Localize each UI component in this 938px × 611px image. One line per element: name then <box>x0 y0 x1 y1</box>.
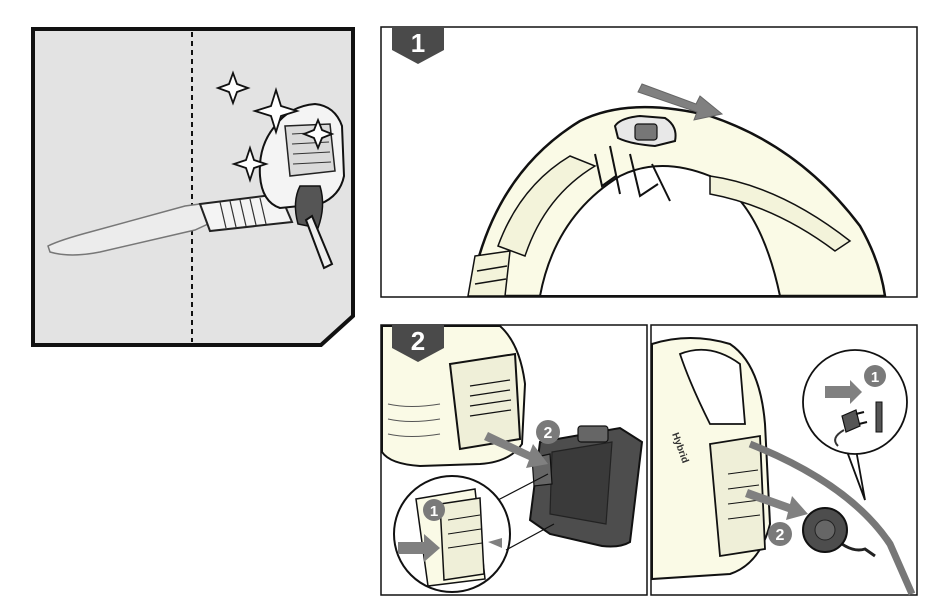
socket-grille <box>727 469 761 520</box>
step2-badge: 2 <box>392 324 444 362</box>
battery-remove-number: 2 <box>544 425 553 442</box>
cord-socket-housing <box>709 434 766 558</box>
battery-bay <box>448 352 522 451</box>
unplug-callout-circle <box>864 365 886 387</box>
step2-left-panel: 2 1 2 <box>380 324 648 596</box>
unplug-arrow-icon <box>825 380 862 404</box>
step1-badge: 1 <box>392 26 444 64</box>
cleaning-illustration <box>31 27 355 347</box>
step1-illustration: 1 <box>380 26 918 298</box>
release-arrow-icon <box>637 83 724 121</box>
press-arrow-icon <box>398 534 440 562</box>
step1-vent <box>467 250 511 297</box>
handle-grip-opening <box>538 165 782 297</box>
cord-plug <box>802 507 848 553</box>
unplug-number: 1 <box>871 369 879 386</box>
press-arrow-right-icon <box>488 538 502 548</box>
battery-remove-callout: 2 <box>536 420 560 444</box>
power-cord-icon <box>748 440 916 596</box>
motor-ribs <box>387 403 441 437</box>
handle-top-strip <box>709 175 852 252</box>
step2-left-illustration: 2 1 2 <box>380 324 648 596</box>
plug-icon <box>834 401 883 447</box>
handle-grip-marks <box>594 145 671 202</box>
blower-tube-base <box>198 192 294 233</box>
unplug-bubble: 1 <box>802 349 908 501</box>
inset-leader-bottom <box>505 523 555 551</box>
step2-right-illustration: Hybrid 2 <box>650 324 918 596</box>
cord-remove-number: 2 <box>776 527 785 544</box>
wall-socket-icon <box>875 401 883 433</box>
cord-remove-arrow-icon <box>745 489 808 520</box>
step2-number: 2 <box>411 326 425 356</box>
cleaning-panel <box>30 26 356 348</box>
step1-panel: 1 <box>380 26 918 298</box>
battery-remove-arrow-icon <box>484 432 548 468</box>
battery-pack <box>528 425 644 548</box>
tube-ribs <box>219 197 267 229</box>
battery-latch <box>577 425 609 443</box>
inset-leader-top <box>497 473 549 501</box>
battery-bay-grille <box>469 379 512 417</box>
sparkle-icon <box>215 70 335 183</box>
cleaning-brush-icon <box>294 185 334 270</box>
step2-right-panel: Hybrid 2 <box>650 324 918 596</box>
handle-side-panel <box>497 155 597 257</box>
detail-inset: 1 <box>393 475 511 593</box>
release-button-knob <box>634 123 658 141</box>
hybrid-handle-opening <box>678 348 746 425</box>
detail-press-number: 1 <box>430 503 438 520</box>
detail-callout-circle <box>423 499 445 521</box>
cord-remove-callout: 2 <box>768 522 792 546</box>
step1-number: 1 <box>411 28 425 58</box>
